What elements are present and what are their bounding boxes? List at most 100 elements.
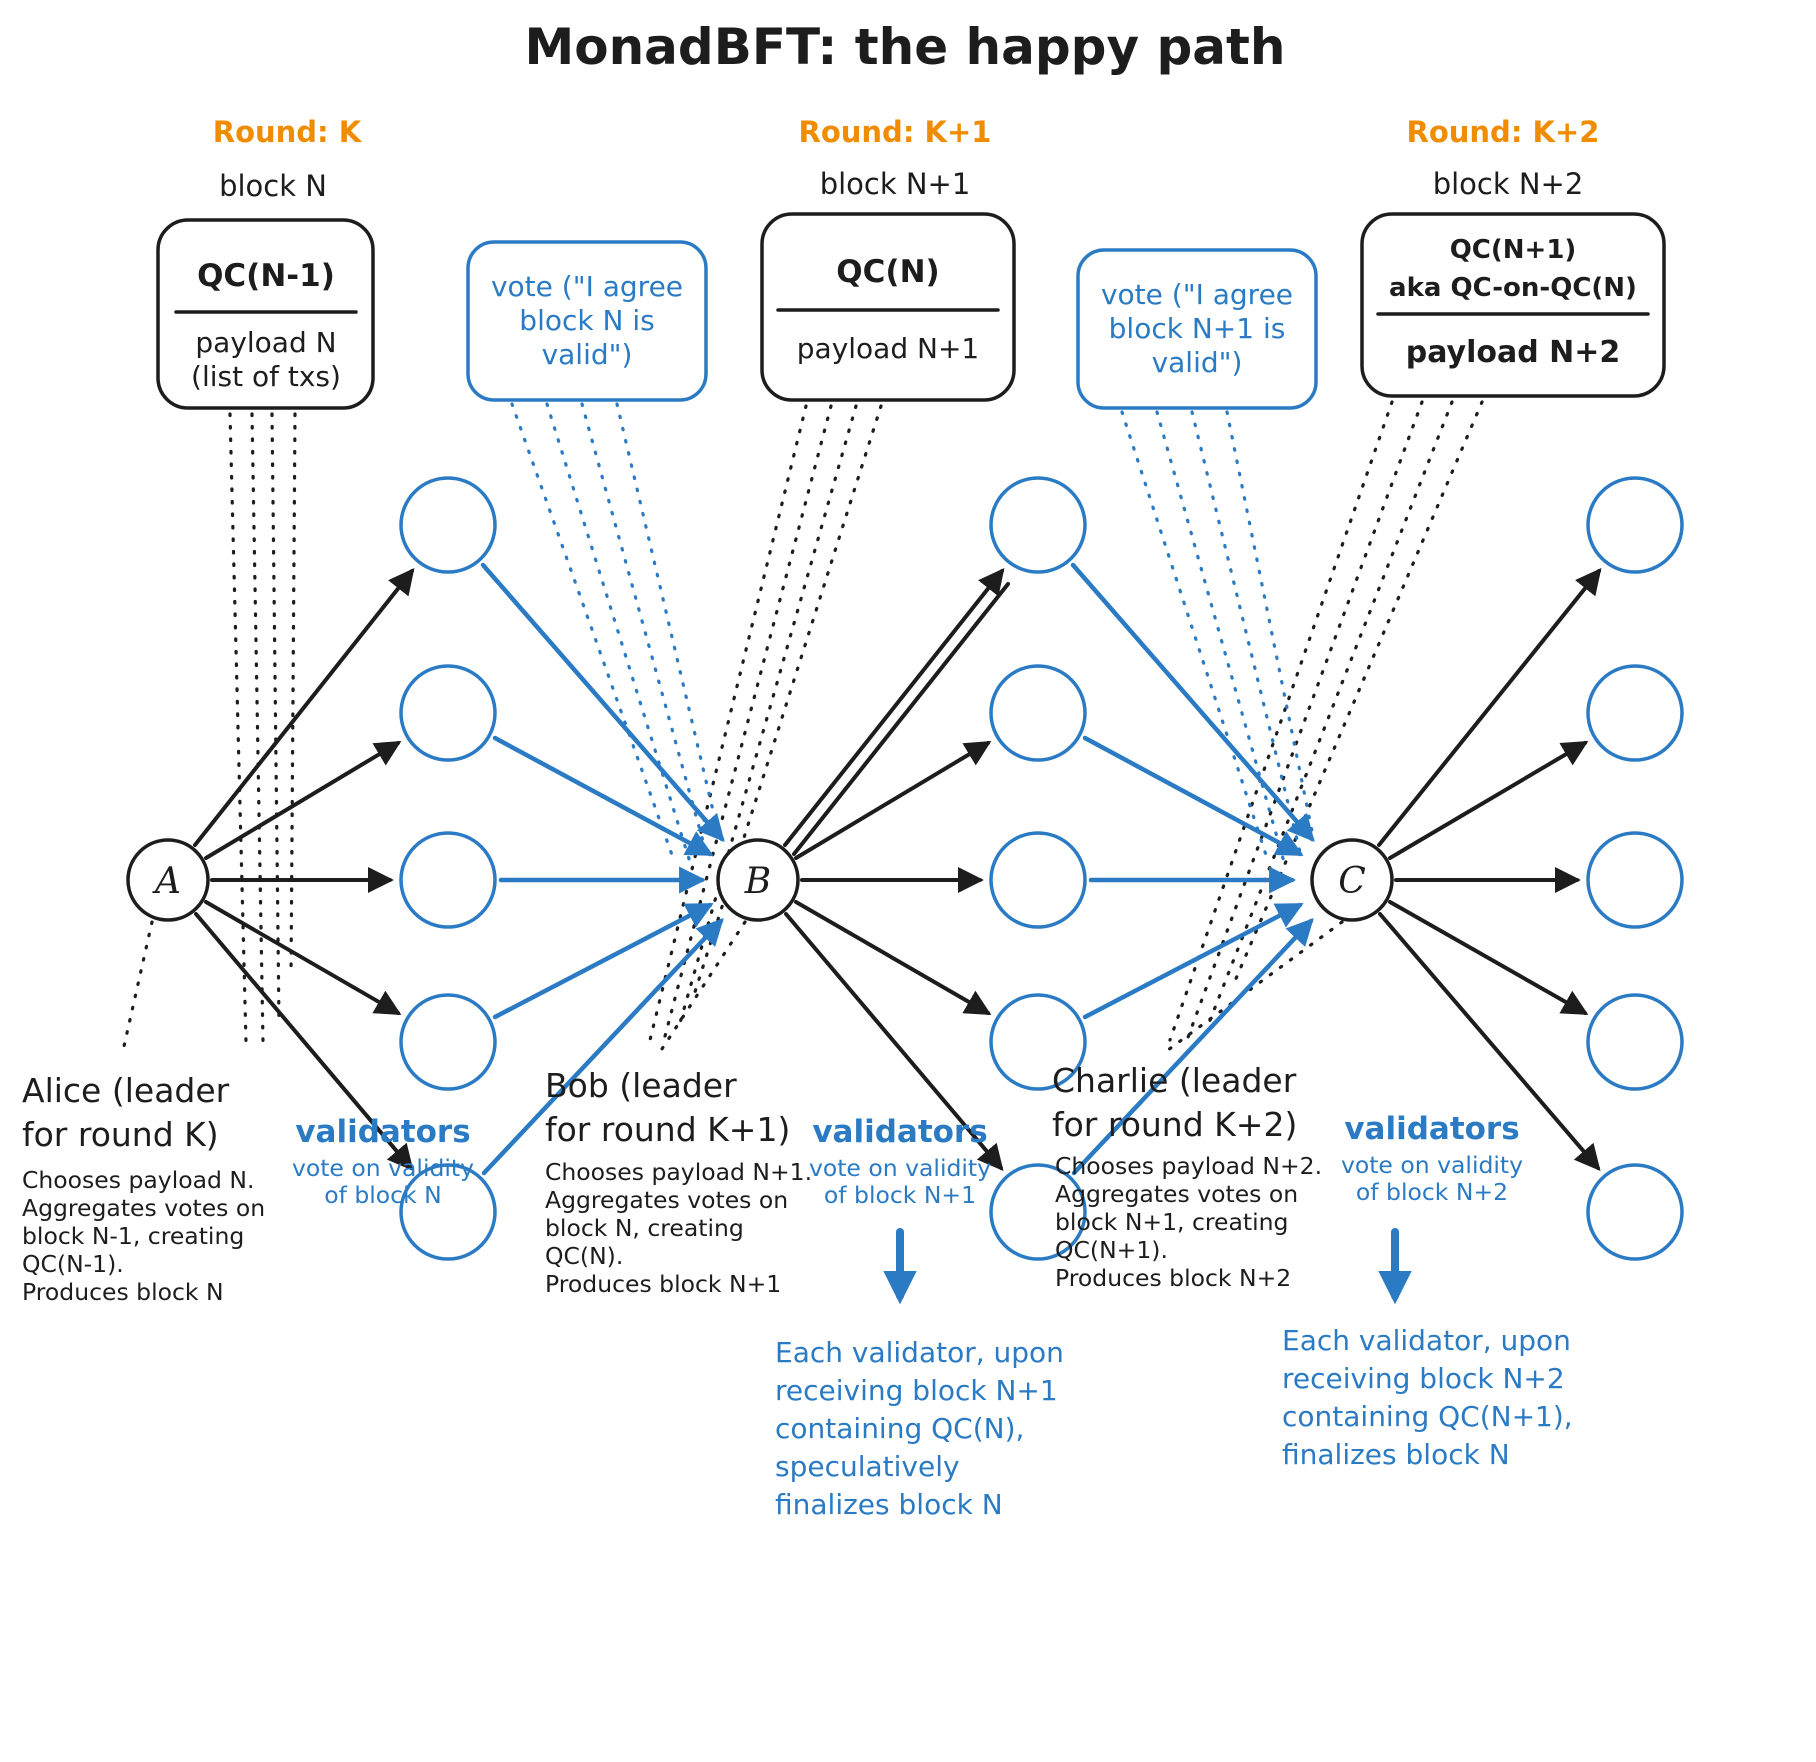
charlie-note: Charlie (leader for round K+2) Chooses p…: [1052, 1061, 1322, 1292]
validators-2-sub2: of block N+1: [824, 1181, 976, 1209]
block-n-label: block N: [219, 169, 327, 203]
dotted-links-block-n: [120, 412, 297, 1057]
finalize-2-line3: containing QC(N+1),: [1282, 1400, 1573, 1433]
validator-node: [1586, 664, 1684, 762]
charlie-detail-line1: Chooses payload N+2.: [1055, 1152, 1322, 1180]
dotted-links-block-n1: [648, 404, 883, 1054]
arrows-c-to-validators: [1377, 567, 1602, 1171]
finalize-note-1: Each validator, upon receiving block N+1…: [775, 1336, 1064, 1521]
charlie-heading-line2: for round K+2): [1052, 1105, 1297, 1144]
finalize-2-line4: finalizes block N: [1282, 1438, 1510, 1471]
validator-node: [989, 664, 1087, 762]
vote-box-n: vote ("I agree block N is valid"): [466, 240, 708, 402]
validators-label-3: validators vote on validity of block N+2: [1341, 1111, 1523, 1206]
validators-3-sub2: of block N+2: [1356, 1178, 1508, 1206]
validators-2-heading: validators: [812, 1114, 987, 1150]
validator-node: [1586, 831, 1684, 929]
alice-detail-line4: QC(N-1).: [22, 1250, 124, 1278]
block-n-box: QC(N-1) payload N (list of txs): [156, 218, 375, 410]
dotted-b-to-bob-note: [658, 920, 747, 1054]
validators-1-sub2: of block N: [324, 1181, 442, 1209]
block-n-qc: QC(N-1): [197, 258, 335, 294]
finalize-1-line3: containing QC(N),: [775, 1412, 1024, 1445]
validator-node: [1586, 993, 1684, 1091]
bob-heading-line2: for round K+1): [545, 1110, 790, 1149]
vote-n-line2: block N is: [519, 304, 654, 337]
dotted-links-vote-n: [510, 402, 721, 864]
validator-node: [399, 476, 497, 574]
page-title: MonadBFT: the happy path: [524, 18, 1285, 76]
block-n2-payload: payload N+2: [1406, 335, 1621, 370]
leader-a-letter: A: [152, 861, 181, 902]
arrows-validators-to-c: [1070, 562, 1315, 1176]
block-n2-box: QC(N+1) aka QC-on-QC(N) payload N+2: [1360, 212, 1666, 398]
charlie-detail-line4: QC(N+1).: [1055, 1236, 1168, 1264]
block-n-payload-line2: (list of txs): [191, 360, 341, 393]
validator-node: [989, 1163, 1087, 1261]
block-n1-payload: payload N+1: [797, 332, 979, 365]
validator-node: [399, 664, 497, 762]
alice-detail-line2: Aggregates votes on: [22, 1194, 265, 1222]
validator-node: [399, 1163, 497, 1261]
alice-note: Alice (leader for round K) Chooses paylo…: [22, 1071, 265, 1306]
validators-2-sub1: vote on validity: [809, 1154, 991, 1182]
validators-label-2: validators vote on validity of block N+1: [809, 1114, 991, 1209]
validators-1-sub1: vote on validity: [292, 1154, 474, 1182]
validator-node: [989, 993, 1087, 1091]
validators-3-heading: validators: [1344, 1111, 1519, 1147]
vote-n1-line3: valid"): [1152, 346, 1243, 379]
bob-heading-line1: Bob (leader: [545, 1066, 737, 1105]
validator-node: [399, 993, 497, 1091]
round-k1-label: Round: K+1: [799, 115, 992, 149]
leader-node-b: B: [716, 838, 800, 922]
leader-node-a: A: [126, 838, 210, 922]
finalize-1-line4: speculatively: [775, 1450, 960, 1483]
vote-n1-line2: block N+1 is: [1109, 312, 1286, 345]
round-k-label: Round: K: [213, 115, 363, 149]
arrows-b-to-validators: [783, 567, 1010, 1171]
dotted-links-vote-n1: [1120, 410, 1315, 864]
finalize-1-line5: finalizes block N: [775, 1488, 1003, 1521]
leader-node-c: C: [1310, 838, 1394, 922]
finalize-1-line1: Each validator, upon: [775, 1336, 1064, 1369]
alice-heading-line2: for round K): [22, 1115, 219, 1154]
bob-detail-line5: Produces block N+1: [545, 1270, 781, 1298]
finalize-2-line2: receiving block N+2: [1282, 1362, 1565, 1395]
arrows-a-to-validators: [193, 567, 415, 1171]
block-n2-qc-line1: QC(N+1): [1450, 235, 1577, 265]
validator-node: [989, 476, 1087, 574]
vote-n1-line1: vote ("I agree: [1101, 278, 1293, 311]
validator-node: [1586, 1163, 1684, 1261]
block-n1-box: QC(N) payload N+1: [760, 212, 1016, 402]
validator-node: [989, 831, 1087, 929]
alice-detail-line5: Produces block N: [22, 1278, 224, 1306]
validator-node: [399, 831, 497, 929]
bob-detail-line3: block N, creating: [545, 1214, 744, 1242]
finalize-2-line1: Each validator, upon: [1282, 1324, 1571, 1357]
bob-detail-line2: Aggregates votes on: [545, 1186, 788, 1214]
finalize-note-2: Each validator, upon receiving block N+2…: [1282, 1324, 1573, 1471]
leader-c-letter: C: [1338, 861, 1366, 902]
charlie-heading-line1: Charlie (leader: [1052, 1061, 1297, 1100]
block-n1-label: block N+1: [820, 167, 971, 201]
block-n2-qc-line2: aka QC-on-QC(N): [1389, 273, 1637, 303]
charlie-detail-line2: Aggregates votes on: [1055, 1180, 1298, 1208]
alice-detail-line1: Chooses payload N.: [22, 1166, 254, 1194]
vote-n-line3: valid"): [542, 338, 633, 371]
round-k2-label: Round: K+2: [1407, 115, 1600, 149]
block-n2-label: block N+2: [1433, 167, 1584, 201]
validators-1-heading: validators: [295, 1114, 470, 1150]
dotted-c-to-charlie-note: [1166, 920, 1344, 1052]
leader-b-letter: B: [744, 861, 771, 902]
arrows-validators-to-b: [480, 562, 725, 1176]
validator-column-2: [989, 476, 1087, 1261]
bob-detail-line1: Chooses payload N+1.: [545, 1158, 812, 1186]
validators-label-1: validators vote on validity of block N: [292, 1114, 474, 1209]
finalize-1-line2: receiving block N+1: [775, 1374, 1058, 1407]
alice-detail-line3: block N-1, creating: [22, 1222, 244, 1250]
charlie-detail-line3: block N+1, creating: [1055, 1208, 1288, 1236]
validators-3-sub1: vote on validity: [1341, 1151, 1523, 1179]
vote-n-line1: vote ("I agree: [491, 270, 683, 303]
